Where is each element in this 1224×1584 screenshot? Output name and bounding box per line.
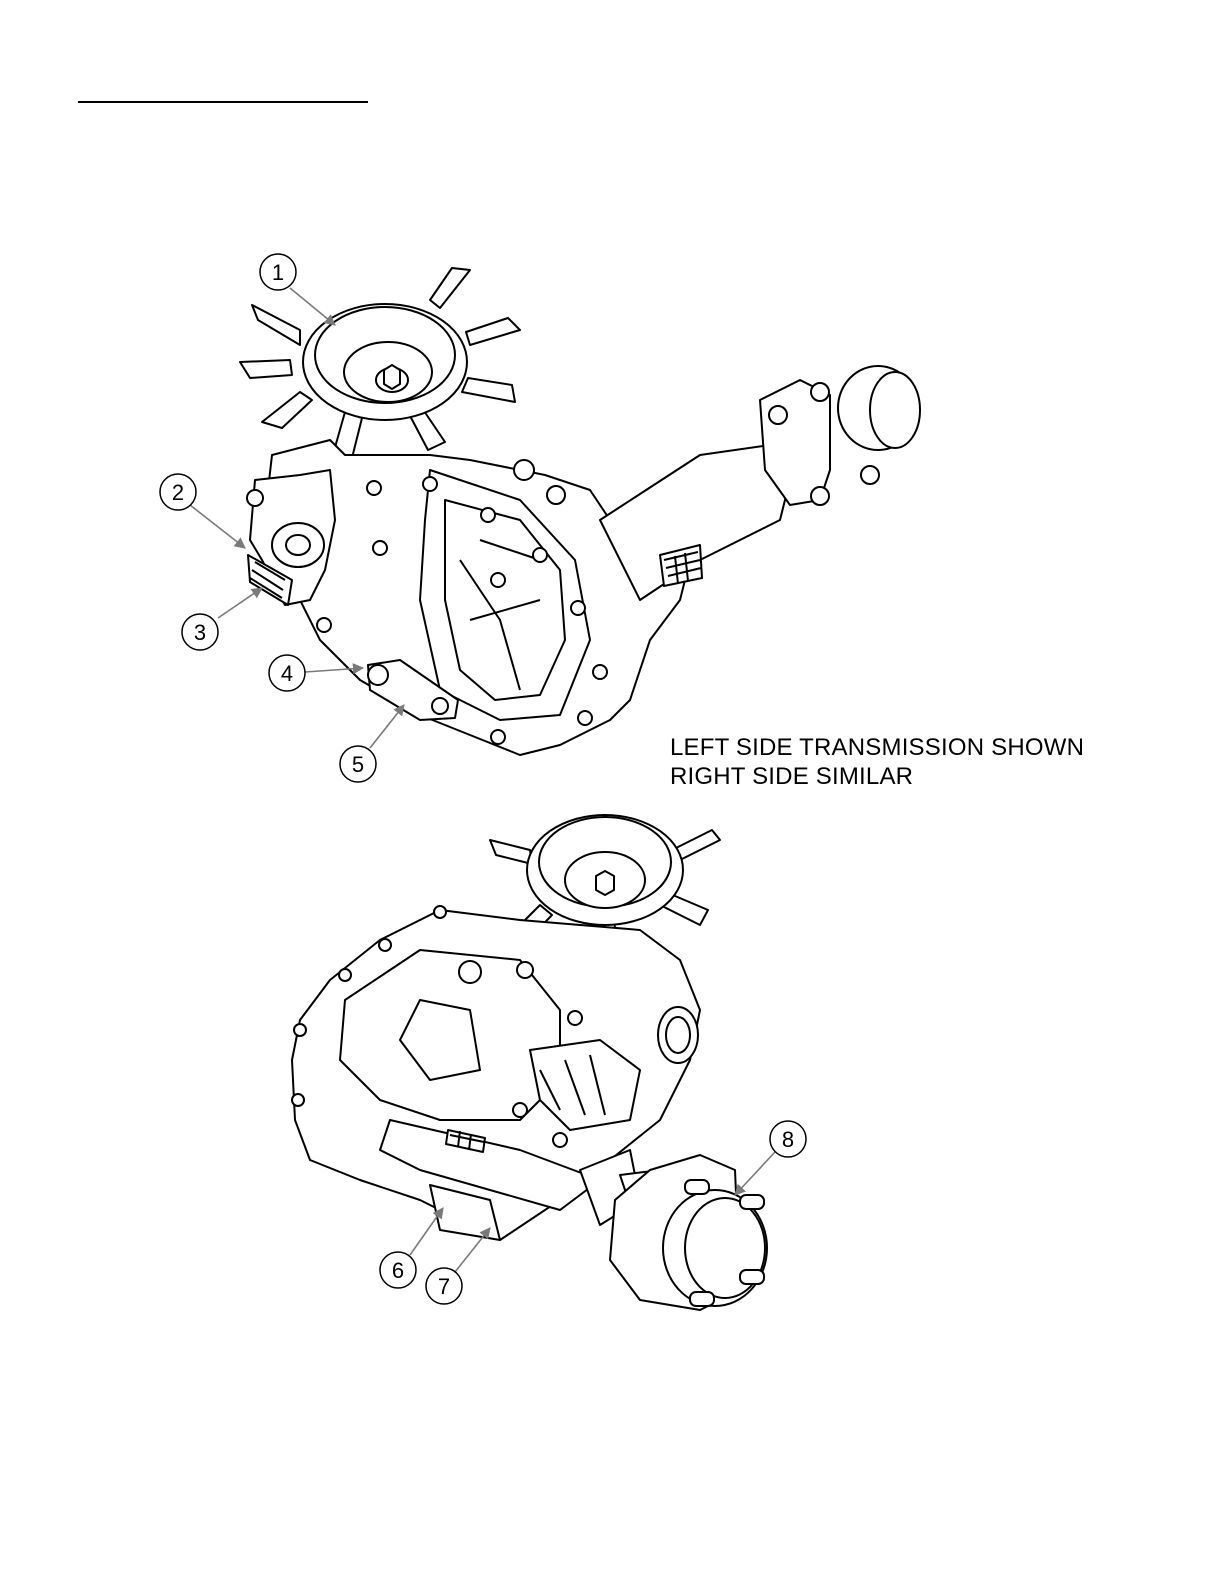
callout-5: 5 (340, 705, 404, 782)
note-line-2: RIGHT SIDE SIMILAR (670, 762, 1084, 791)
svg-text:4: 4 (281, 661, 293, 686)
callout-7: 7 (426, 1228, 490, 1304)
transmission-note: LEFT SIDE TRANSMISSION SHOWN RIGHT SIDE … (670, 733, 1084, 791)
top-pulley (303, 304, 467, 420)
svg-text:6: 6 (392, 1258, 404, 1283)
svg-text:8: 8 (782, 1127, 794, 1152)
top-wheel-hub (760, 366, 920, 505)
bottom-transmission-drawing (292, 815, 767, 1310)
top-transmission-drawing (240, 268, 920, 755)
svg-text:5: 5 (352, 752, 364, 777)
bottom-pulley (527, 815, 683, 925)
svg-text:1: 1 (272, 260, 284, 285)
note-line-1: LEFT SIDE TRANSMISSION SHOWN (670, 733, 1084, 762)
svg-text:2: 2 (172, 480, 184, 505)
callout-2: 2 (160, 474, 245, 548)
svg-text:3: 3 (194, 620, 206, 645)
callout-8: 8 (735, 1121, 806, 1195)
callout-3: 3 (182, 588, 262, 650)
svg-text:7: 7 (438, 1274, 450, 1299)
